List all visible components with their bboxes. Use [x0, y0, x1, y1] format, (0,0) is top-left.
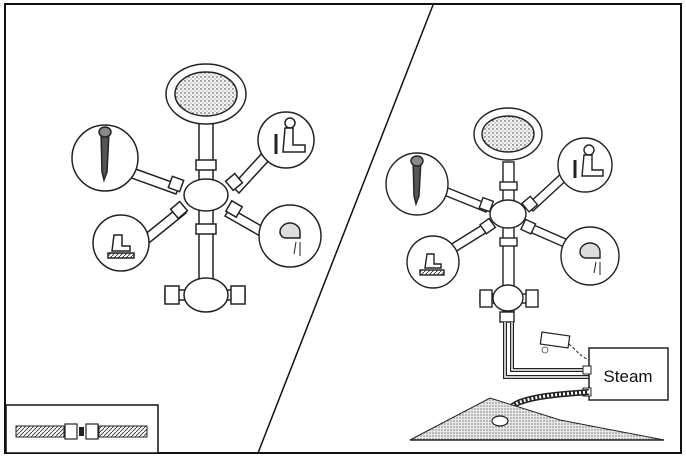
outer-frame [4, 3, 682, 454]
diagonal-divider [257, 4, 434, 454]
right-shower-assembly [385, 107, 620, 379]
steam-generator: Steam [499, 331, 669, 422]
left-shower-assembly [71, 63, 322, 313]
steam-label: Steam [603, 367, 652, 386]
floor [409, 397, 665, 441]
hose-inset [5, 404, 159, 454]
